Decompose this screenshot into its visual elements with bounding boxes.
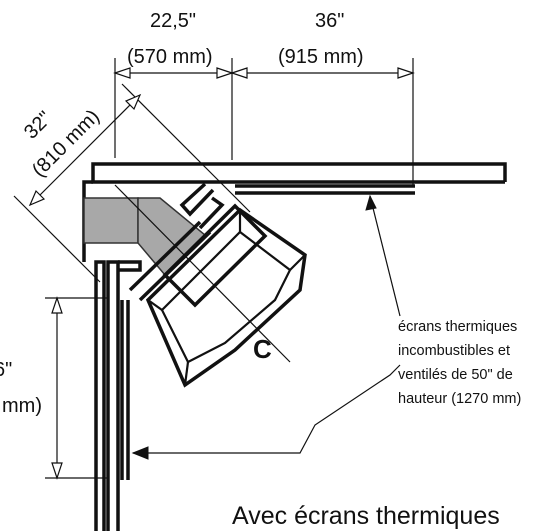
dim-32-inch: 32" [20, 107, 56, 143]
dim-mm-partial: mm) [2, 395, 42, 417]
note-line-4: hauteur (1270 mm) [398, 391, 521, 407]
caption: Avec écrans thermiques [232, 502, 500, 530]
centerline-mark: C [253, 334, 272, 364]
left-heat-shield [120, 300, 130, 480]
top-heat-shield [235, 184, 415, 195]
left-wall [94, 260, 120, 531]
dim-22-5-inch: 22,5" [150, 10, 196, 32]
stove-body [128, 203, 307, 388]
note-line-1: écrans thermiques [398, 319, 517, 335]
dim-6-inch: 6" [0, 359, 12, 381]
diagonal-dimension-lines [13, 83, 251, 283]
top-dimension-lines [113, 58, 415, 186]
center-line [114, 184, 291, 363]
note-line-3: ventilés de 50" de [398, 367, 513, 383]
top-wall [91, 162, 507, 184]
dim-915-mm: (915 mm) [278, 46, 364, 68]
note-line-2: incombustibles et [398, 343, 510, 359]
dim-570-mm: (570 mm) [127, 46, 213, 68]
vent-pipe [83, 197, 207, 277]
note-leaders [131, 194, 401, 460]
dim-36-inch: 36" [315, 10, 344, 32]
vertical-dimension-lines [45, 296, 108, 480]
